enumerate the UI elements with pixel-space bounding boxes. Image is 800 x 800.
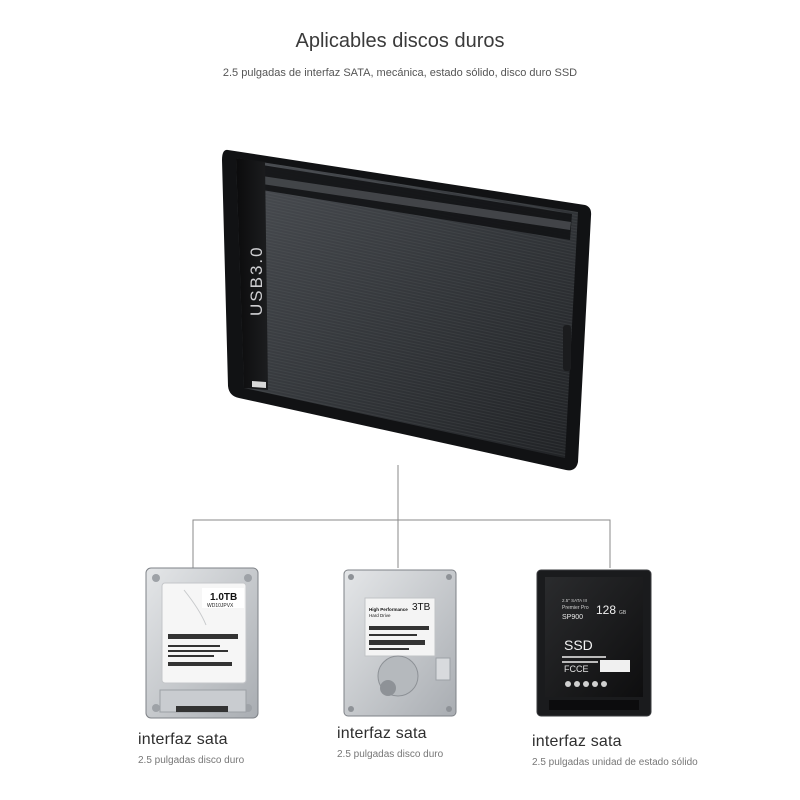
caption-drive-2: interfaz sata 2.5 pulgadas disco duro	[337, 725, 443, 760]
caption-drive-3-sub: 2.5 pulgadas unidad de estado sólido	[532, 757, 698, 768]
ssd-series: Premier Pro	[562, 605, 589, 611]
usb3-label: USB3.0	[247, 245, 266, 316]
hdd-2-5-inch: 1.0TB WD10JPVX	[145, 567, 259, 719]
ssd-capacity: 128	[596, 603, 616, 617]
hdd2-line2: Hard Drive	[369, 613, 391, 618]
hdd1-capacity: 1.0TB	[210, 592, 237, 603]
hdd2-line1: High Performance	[369, 607, 408, 612]
ssd-drive: 2.5" SATA III Premier Pro SP900 128 GB S…	[536, 569, 652, 717]
hdd1-model: WD10JPVX	[207, 603, 234, 609]
caption-drive-1-title: interfaz sata	[138, 731, 228, 748]
caption-drive-1-sub: 2.5 pulgadas disco duro	[138, 755, 245, 766]
caption-drive-3: interfaz sata 2.5 pulgadas unidad de est…	[532, 733, 698, 768]
ssd-type: SSD	[564, 637, 593, 653]
caption-drive-3-title: interfaz sata	[532, 733, 622, 750]
ssd-top: 2.5" SATA III	[562, 598, 587, 603]
caption-drive-2-sub: 2.5 pulgadas disco duro	[337, 749, 444, 760]
hdd-3-5-inch: High Performance Hard Drive 3TB	[343, 569, 457, 717]
page-subtitle: 2.5 pulgadas de interfaz SATA, mecánica,…	[222, 67, 578, 79]
hdd-enclosure: USB3.0	[222, 149, 592, 471]
caption-drive-2-title: interfaz sata	[337, 725, 427, 742]
caption-drive-1: interfaz sata 2.5 pulgadas disco duro	[138, 731, 244, 766]
ssd-model: SP900	[562, 614, 583, 621]
ssd-cert: FCCE	[564, 664, 589, 674]
connector-lines	[192, 465, 611, 568]
page-title: Aplicables discos duros	[295, 30, 505, 52]
ssd-unit: GB	[619, 610, 627, 616]
hdd2-capacity: 3TB	[412, 602, 431, 613]
